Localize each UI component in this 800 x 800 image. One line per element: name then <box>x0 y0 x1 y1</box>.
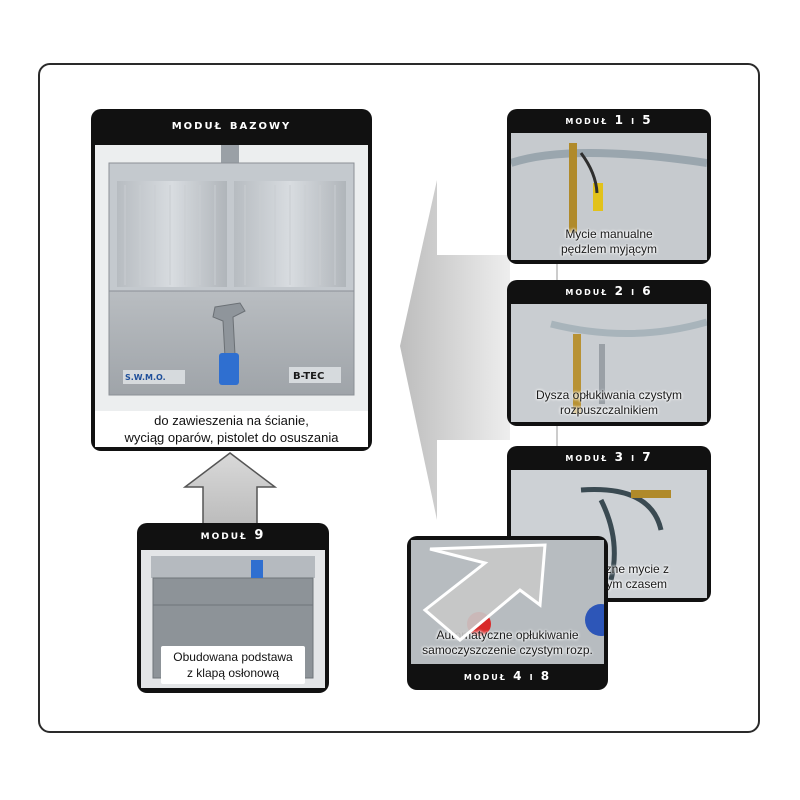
module-9-title: MODUŁ 9 <box>200 528 266 543</box>
module-2-6: MODUŁ 2 i 6 Dysza opłukiwania czystym ro… <box>507 280 711 426</box>
module-9-caption-line1: Obudowana podstawa <box>173 650 293 664</box>
module-base-caption-line1: do zawieszenia na ścianie, <box>154 413 309 428</box>
module-2-6-title: MODUŁ 2 i 6 <box>565 284 653 298</box>
module-base: MODUŁ BAZOWY <box>91 109 372 451</box>
module-base-caption: do zawieszenia na ścianie, wyciąg oparów… <box>95 411 368 447</box>
module-base-photo: S.W.M.O. B-TEC <box>95 145 368 411</box>
big-left-arrow <box>400 180 510 520</box>
module-2-6-caption-line2: rozpuszczalnikiem <box>559 403 659 417</box>
module-base-caption-line2: wyciąg oparów, pistolet do osuszania <box>124 430 339 445</box>
module-1-5-photo: Mycie manualne pędzlem myjącym <box>511 133 707 260</box>
module-4-8-caption-line2: samoczyszczenie czystym rozp. <box>422 643 593 657</box>
logo-left-text: S.W.M.O. <box>125 373 166 382</box>
brush-illustration <box>511 133 707 260</box>
module-1-5: MODUŁ 1 i 5 Mycie manualne pędzlem myjąc… <box>507 109 711 264</box>
diagonal-up-right-arrow <box>422 543 547 642</box>
base-cabinet-illustration: S.W.M.O. B-TEC <box>108 145 355 396</box>
nozzle-illustration <box>511 304 707 422</box>
module-9-caption-line2: z klapą osłonową <box>186 666 280 680</box>
module-4-8-title: MODUŁ 4 i 8 <box>463 669 552 683</box>
module-2-6-photo: Dysza opłukiwania czystym rozpuszczalnik… <box>511 304 707 422</box>
module-9-caption: Obudowana podstawa z klapą osłonową <box>161 646 305 684</box>
module-1-5-caption-line2: pędzlem myjącym <box>560 242 658 256</box>
module-1-5-caption-line1: Mycie manualne <box>565 227 653 241</box>
module-2-6-caption-line1: Dysza opłukiwania czystym <box>535 388 683 402</box>
logo-right-text: B-TEC <box>293 371 324 382</box>
module-base-title: MODUŁ BAZOWY <box>171 117 292 133</box>
module-3-7-title: MODUŁ 3 i 7 <box>565 450 653 464</box>
module-1-5-title: MODUŁ 1 i 5 <box>565 113 653 127</box>
module-9: MODUŁ 9 Obudowana podstawa z klapą osłon… <box>137 523 329 693</box>
module-9-photo: Obudowana podstawa z klapą osłonową <box>141 550 325 688</box>
